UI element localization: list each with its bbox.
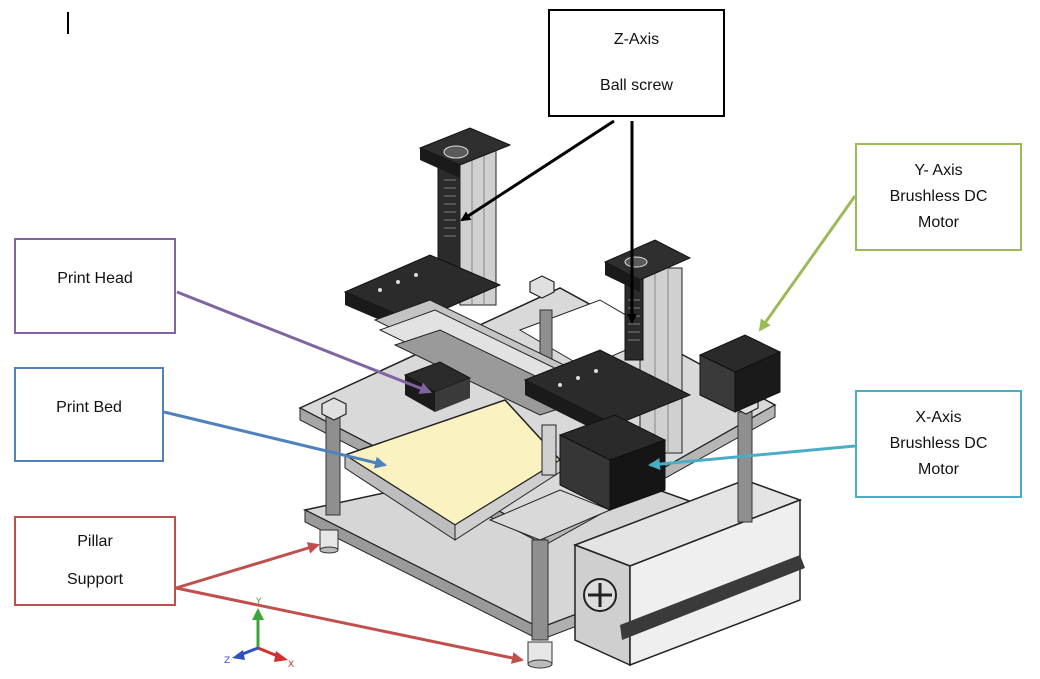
callout-x-axis-line1: X-Axis: [915, 409, 962, 426]
text-cursor: [67, 12, 69, 34]
z-column-right: [603, 239, 692, 454]
foot-front: [527, 641, 553, 669]
triad-z-label: Z: [224, 656, 230, 666]
pillars: [325, 309, 753, 641]
arrow-z-left: [460, 119, 615, 222]
callout-y-axis-line2: Brushless DC: [889, 188, 988, 205]
callout-z-axis-line2: Ball screw: [600, 77, 673, 94]
foot-left: [319, 529, 339, 554]
callout-z-axis-line1: Z-Axis: [613, 31, 660, 48]
callout-print-head-label: Print Head: [57, 270, 133, 287]
callout-y-axis: Y- Axis Brushless DC Motor: [855, 143, 1022, 251]
coordinate-triad-icon: Y Z X: [224, 597, 294, 670]
arrow-print-bed: [163, 410, 387, 469]
callout-x-axis: X-Axis Brushless DC Motor: [855, 390, 1022, 498]
callout-z-axis: Z-Axis Ball screw: [548, 9, 725, 117]
callout-x-axis-line3: Motor: [918, 461, 959, 478]
x-gantry: [343, 254, 692, 440]
callout-x-axis-line2: Brushless DC: [889, 435, 988, 452]
y-axis-motor: [698, 334, 782, 413]
callout-print-bed: Print Bed: [14, 367, 164, 462]
callout-y-axis-line1: Y- Axis: [914, 162, 963, 179]
arrow-pillar-left: [175, 542, 320, 590]
x-axis-motor: [541, 414, 667, 511]
arrow-print-head: [176, 290, 432, 394]
callout-pillar-line2: Support: [66, 571, 124, 588]
callout-y-axis-line3: Motor: [918, 214, 959, 231]
callout-pillar-line1: Pillar: [77, 533, 113, 550]
callout-pillar-support: Pillar Support: [14, 516, 176, 606]
triad-y-label: Y: [255, 597, 262, 607]
callout-print-head: Print Head: [14, 238, 176, 334]
triad-x-label: X: [288, 660, 294, 670]
arrow-x-motor: [648, 444, 856, 471]
arrow-y-motor: [758, 195, 857, 332]
callout-print-bed-label: Print Bed: [56, 399, 122, 416]
arrow-pillar-front: [175, 586, 524, 664]
